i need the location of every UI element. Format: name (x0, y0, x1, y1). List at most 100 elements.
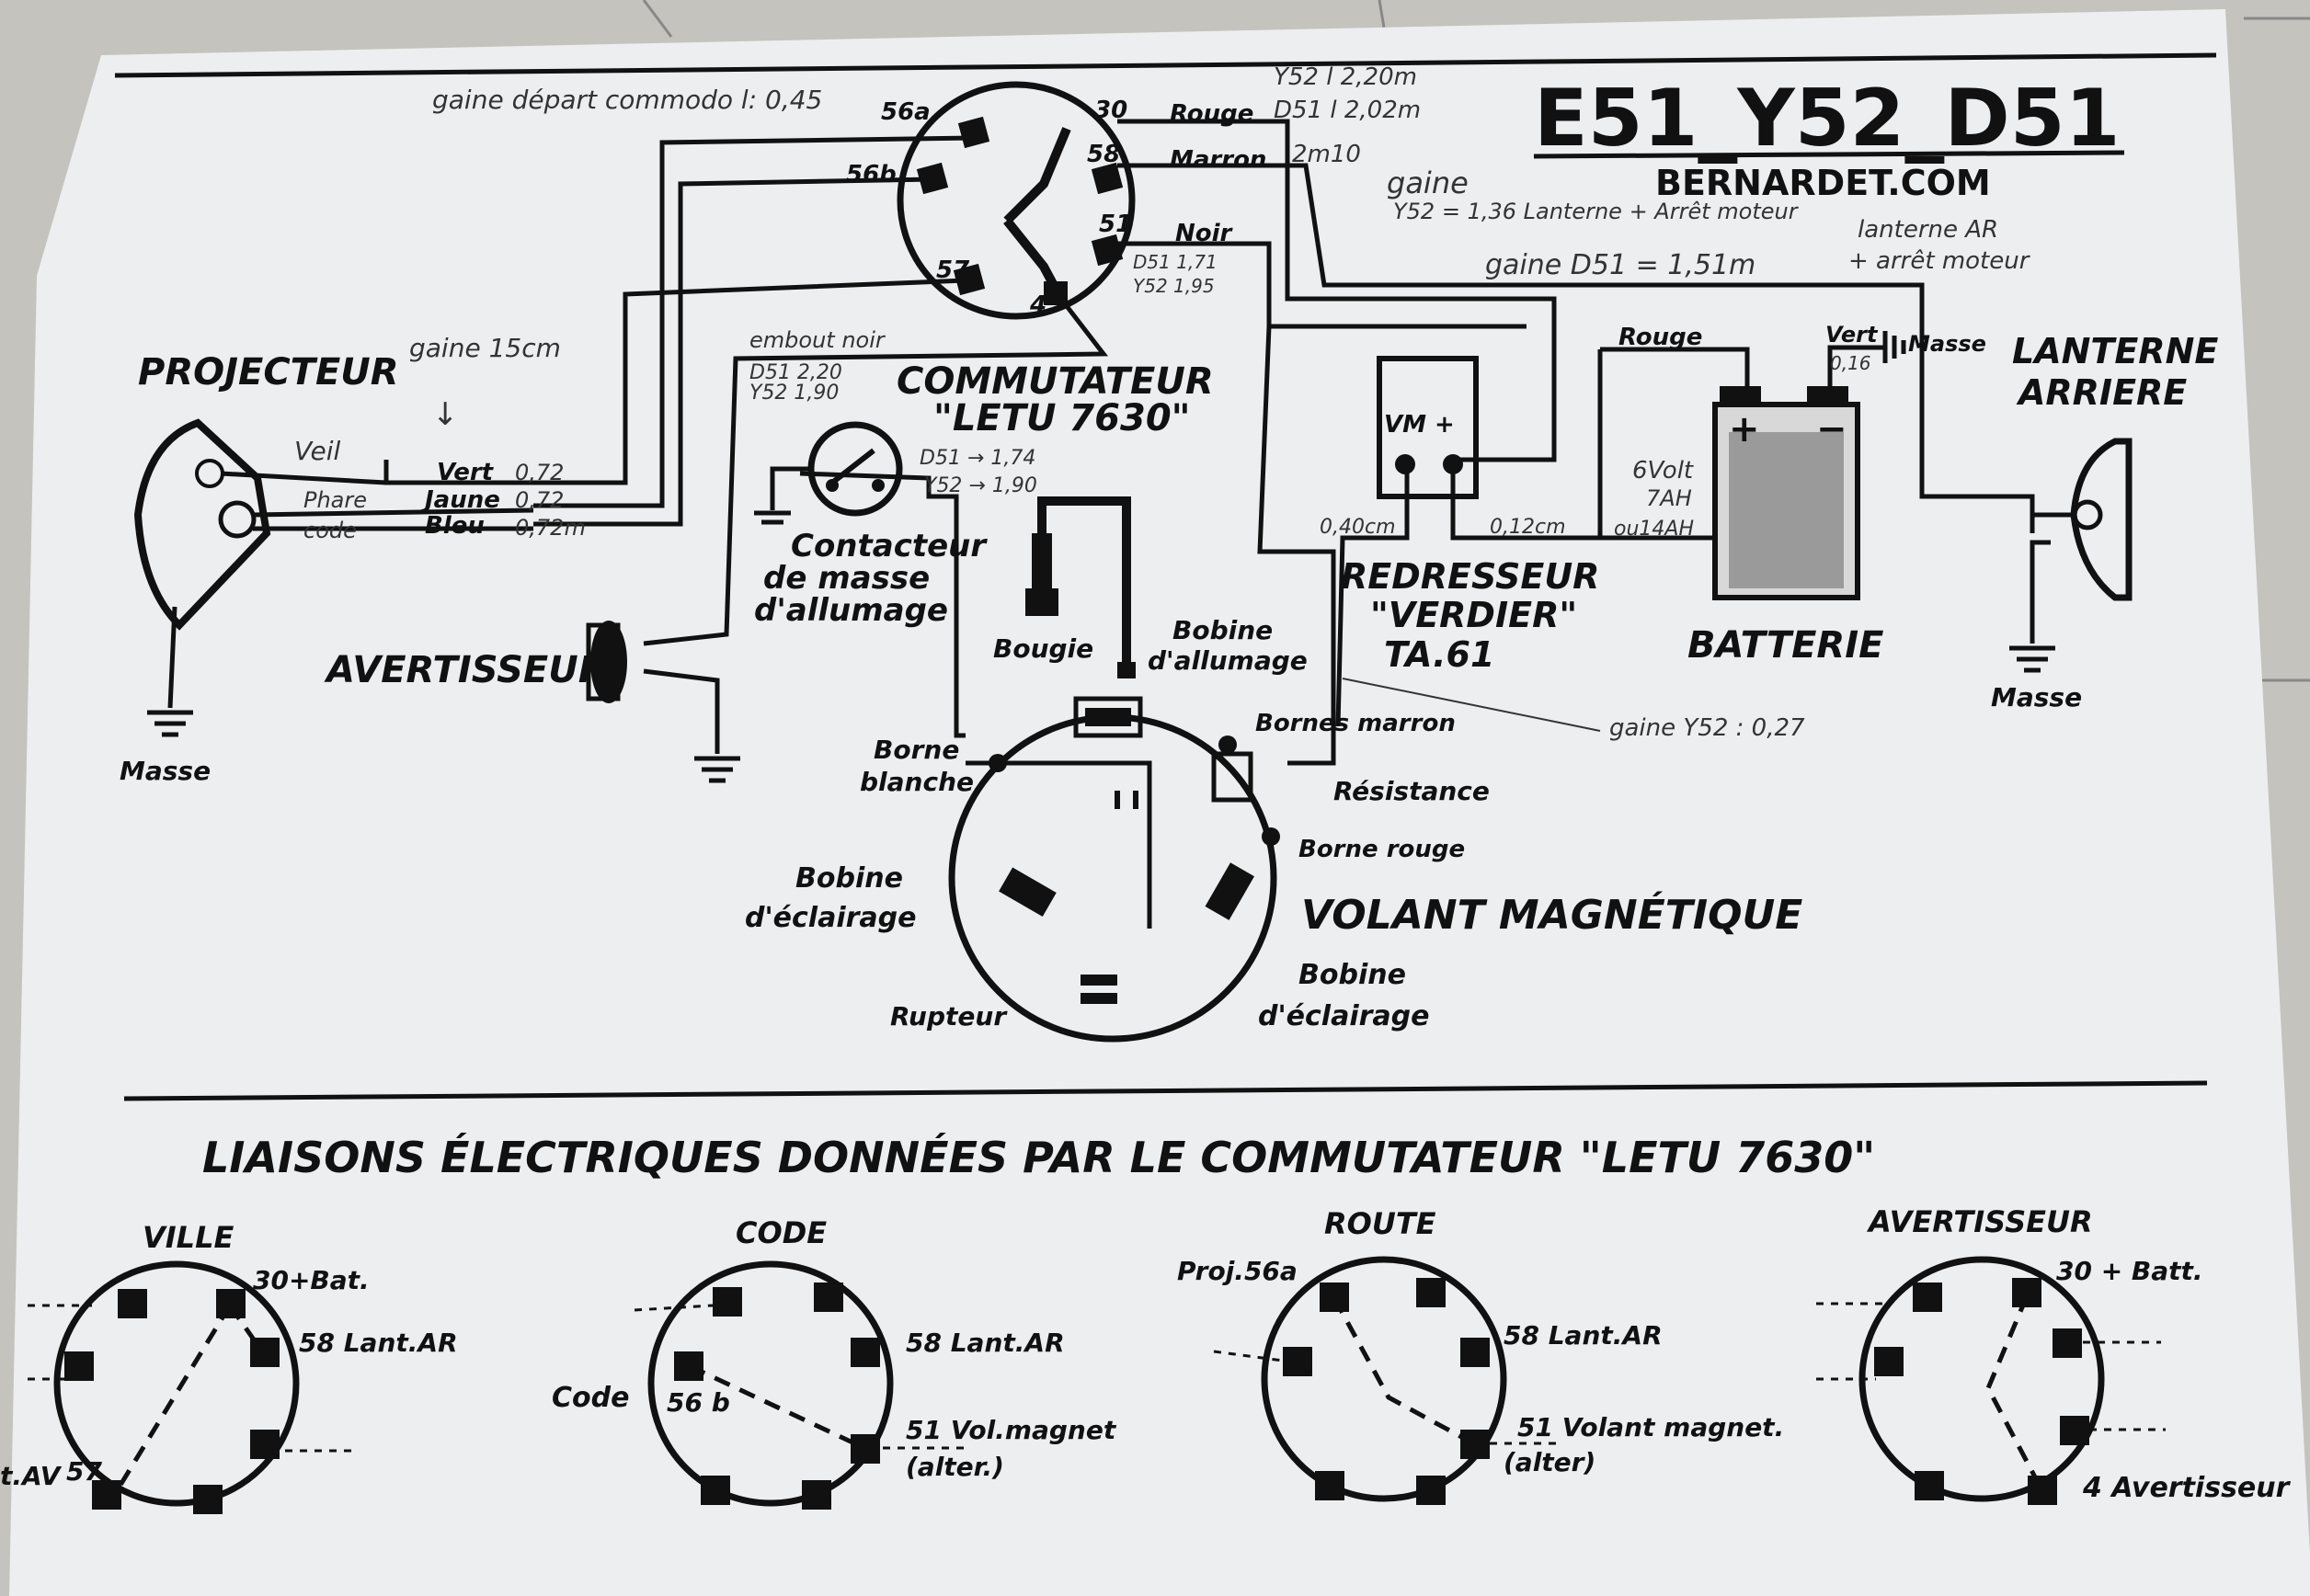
masse-projecteur: Masse (120, 756, 211, 786)
site-name: BERNARDET.COM (1655, 163, 1991, 203)
contacteur-l1: Contacteur (791, 528, 988, 564)
note-d51-contact: D51 2,20 (749, 361, 842, 384)
lanterne-l1: LANTERNE (2012, 331, 2218, 371)
note-bat-6v: 6Volt (1632, 457, 1694, 484)
wire-bleu: Bleu (425, 512, 485, 540)
top-rule (114, 52, 2217, 78)
masse-lanterne: Masse (1991, 682, 2082, 712)
note-d51-noir: D51 1,71 (1133, 251, 1218, 273)
bobine-eclairage-right-l2: d'éclairage (1258, 1000, 1429, 1032)
redresseur-l2: "VERDIER" (1370, 595, 1577, 635)
contacteur-masse: Contacteur de masse d'allumage (754, 421, 988, 629)
diagram-avertisseur: AVERTISSEUR 30 + Batt. 4 Avertisseur (1858, 1204, 2292, 1505)
note-bat-14ah: ou14AH (1614, 518, 1694, 541)
note-gaine-15cm: gaine 15cm (409, 333, 561, 363)
bornes-marron: Bornes marron (1255, 710, 1456, 737)
note-len-016: 0,16 (1830, 352, 1871, 374)
avert-title: AVERTISSEUR (1866, 1204, 2093, 1239)
note-phare: Phare (303, 487, 367, 513)
note-y52-len: Y52 l 2,20m (1274, 63, 1417, 91)
volant-magnetique: Borne blanche Bobine d'allumage Bornes m… (745, 615, 1802, 1043)
note-len-040: 0,40cm (1320, 516, 1396, 539)
code-l58: 58 Lant.AR (906, 1328, 1065, 1358)
lead-lines (28, 1302, 2166, 1453)
note-len-012: 0,12cm (1490, 516, 1566, 539)
note-y52-arrow: Y52 → 1,90 (924, 474, 1037, 497)
avert-l4: 4 Avertisseur (2082, 1472, 2292, 1504)
route-title: ROUTE (1324, 1206, 1436, 1241)
route-lalt: (alter) (1504, 1447, 1595, 1477)
title: E51_Y52_D51 (1534, 73, 2120, 165)
route-l58: 58 Lant.AR (1504, 1320, 1663, 1351)
lanterne-arriere: LANTERNE ARRIERE Masse (1991, 331, 2218, 712)
middle-rule (123, 1080, 2208, 1101)
projecteur: PROJECTEUR (133, 351, 534, 631)
lanterne-l2: ARRIERE (2016, 372, 2187, 413)
route-l51: 51 Volant magnet. (1517, 1412, 1784, 1442)
code-title: CODE (736, 1215, 827, 1250)
bobine-eclairage-left-l1: Bobine (795, 862, 903, 895)
note-gaine-y52-027: gaine Y52 : 0,27 (1609, 714, 1805, 742)
handwritten-notes: gaine départ commodo l: 0,45 Y52 l 2,20m… (294, 63, 2031, 742)
ville-l58: 58 Lant.AR (299, 1328, 458, 1358)
note-bleu-len: 0,72m (515, 515, 586, 541)
redresseur: VM + REDRESSEUR "VERDIER" TA.61 (1341, 356, 1599, 675)
ground-symbol (147, 710, 193, 737)
note-marron-len: 2m10 (1292, 141, 1361, 168)
terminal-4: 4 (1029, 291, 1046, 319)
svg-text:−: − (1816, 408, 1847, 450)
contacteur-l3: d'allumage (754, 592, 948, 629)
note-y52-noir: Y52 1,95 (1133, 275, 1215, 297)
note-arret-moteur: + arrêt moteur (1848, 247, 2031, 275)
borne-rouge: Borne rouge (1298, 836, 1465, 863)
batterie: + − BATTERIE Masse (1687, 331, 1986, 667)
avertisseur: AVERTISSEUR (324, 621, 740, 783)
wiring (167, 119, 2051, 929)
note-arrow-down: ↓ (432, 396, 459, 433)
rupteur: Rupteur (890, 1001, 1008, 1032)
ville-l30: 30+Bat. (253, 1265, 370, 1295)
note-y52-contact: Y52 1,90 (749, 382, 839, 405)
note-gaine-d51: gaine D51 = 1,51m (1485, 249, 1755, 281)
vm-plus: VM + (1384, 411, 1455, 439)
bobine-eclairage-right-l1: Bobine (1298, 959, 1406, 991)
code-lcode: Code (552, 1382, 629, 1414)
diagram-ville: VILLE 30+Bat. 58 Lant.AR 57 t.AV (0, 1220, 458, 1514)
redresseur-l1: REDRESSEUR (1341, 556, 1599, 597)
note-gaine-depart: gaine départ commodo l: 0,45 (432, 85, 822, 115)
note-vert-len: 0,72 (515, 460, 564, 485)
svg-text:+: + (1729, 408, 1760, 450)
note-d51-len: D51 l 2,02m (1274, 97, 1421, 124)
bougie: Bougie (993, 496, 1131, 664)
wire-rouge-bat: Rouge (1618, 324, 1702, 351)
note-d51-arrow: D51 → 1,74 (920, 447, 1035, 470)
note-gaine-y52-val: Y52 = 1,36 Lanterne + Arrêt moteur (1393, 199, 1800, 224)
route-lproj: Proj.56a (1177, 1256, 1298, 1286)
note-lanterne-ar: lanterne AR (1858, 216, 1998, 244)
note-bat-7ah: 7AH (1646, 485, 1692, 511)
bobine-allumage-l2: d'allumage (1148, 645, 1308, 676)
borne-blanche-l1: Borne (874, 735, 959, 765)
redresseur-l3: TA.61 (1384, 634, 1494, 675)
wire-vert: Vert (437, 459, 495, 486)
note-jaune-len: 0,72 (515, 487, 564, 513)
borne-blanche-l2: blanche (860, 767, 974, 797)
batterie-label: BATTERIE (1687, 624, 1883, 667)
ville-title: VILLE (143, 1220, 234, 1255)
terminal-58: 58 (1087, 141, 1120, 168)
note-veil: Veil (294, 436, 341, 466)
diagram-code: CODE 58 Lant.AR Code 56 b 51 Vol.magnet … (552, 1215, 1117, 1510)
note-code: code (303, 518, 357, 543)
avert-l30: 30 + Batt. (2056, 1256, 2203, 1286)
volant-label: VOLANT MAGNÉTIQUE (1301, 890, 1802, 939)
wire-marron: Marron (1170, 146, 1266, 174)
avertisseur-label: AVERTISSEUR (324, 649, 607, 691)
ville-lav: t.AV (0, 1461, 63, 1491)
bobine-eclairage-left-l2: d'éclairage (745, 902, 916, 934)
terminal-56b: 56b (846, 161, 897, 188)
projecteur-label: PROJECTEUR (138, 351, 399, 393)
code-l51: 51 Vol.magnet (906, 1415, 1117, 1445)
diagram-route: ROUTE Proj.56a 58 Lant.AR 51 Volant magn… (1177, 1206, 1784, 1505)
